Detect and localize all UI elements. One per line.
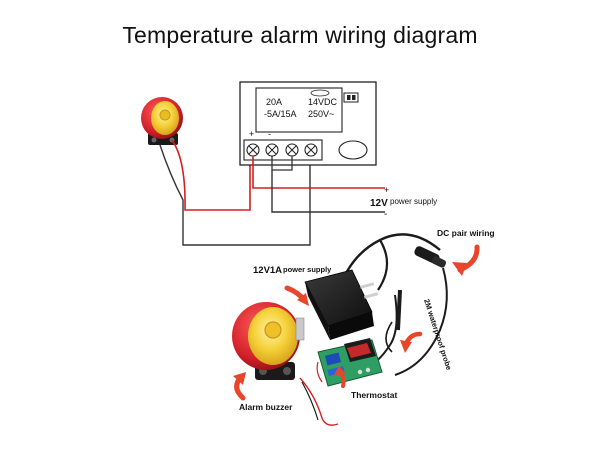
buzzer-black-wire — [159, 144, 311, 246]
diagram-title: Temperature alarm wiring diagram — [122, 22, 478, 48]
curved-arrow-icon-buzzer — [233, 372, 246, 401]
buzzer-label: Alarm buzzer — [239, 402, 293, 412]
buzzer-icon-large — [232, 302, 305, 380]
supply-black-wire — [271, 170, 385, 213]
dc-pair-wire — [394, 267, 448, 376]
supply-minus-sign: - — [384, 209, 387, 220]
adapter-text-label: power supply — [283, 265, 332, 274]
terminal-screws — [246, 143, 318, 157]
dc-cable-loop — [377, 239, 389, 291]
relay-knob — [338, 140, 368, 160]
dc-pair-label: DC pair wiring — [437, 228, 495, 238]
curved-arrow-icon-probe — [400, 331, 423, 353]
terminal-block — [243, 139, 323, 161]
curved-arrow-icon-dc — [452, 244, 480, 276]
supply-voltage-label: 12V — [370, 198, 388, 209]
buzzer-red-wire — [171, 139, 251, 211]
thermostat-relay — [324, 352, 342, 366]
probe-label: 2M waterproof probe — [422, 298, 453, 371]
buzzer-photo-red-wire — [299, 377, 339, 426]
power-adapter-icon — [304, 269, 379, 340]
relay-rating-4: 250V~ — [308, 109, 334, 119]
thermostat-module-icon — [317, 338, 383, 387]
terminal-plus-label: + — [249, 129, 254, 139]
terminal-jumper-wire — [271, 156, 293, 171]
supply-text-label: power supply — [390, 197, 437, 206]
relay-rating-1: 20A — [266, 97, 282, 107]
relay-rating-3: 14VDC — [308, 97, 338, 107]
curved-arrow-icon-supply — [284, 285, 309, 306]
relay-jumper — [343, 92, 359, 103]
thermostat-label: Thermostat — [351, 390, 397, 400]
buzzer-photo-black-wire — [301, 381, 319, 421]
supply-red-wire — [252, 156, 385, 189]
relay-box — [255, 87, 343, 133]
relay-rating-2: -5A/15A — [264, 109, 297, 119]
buzzer-icon-top — [141, 97, 183, 145]
curved-arrow-icon-thermostat — [334, 366, 346, 388]
terminal-minus-label: - — [268, 129, 271, 139]
adapter-voltage-label: 12V1A — [253, 265, 282, 276]
dc-jack-icon — [414, 246, 447, 268]
relay-module: 20A -5A/15A 14VDC 250V~ + - — [239, 81, 377, 166]
supply-plus-sign: + — [384, 185, 389, 195]
probe-tip — [396, 289, 402, 331]
